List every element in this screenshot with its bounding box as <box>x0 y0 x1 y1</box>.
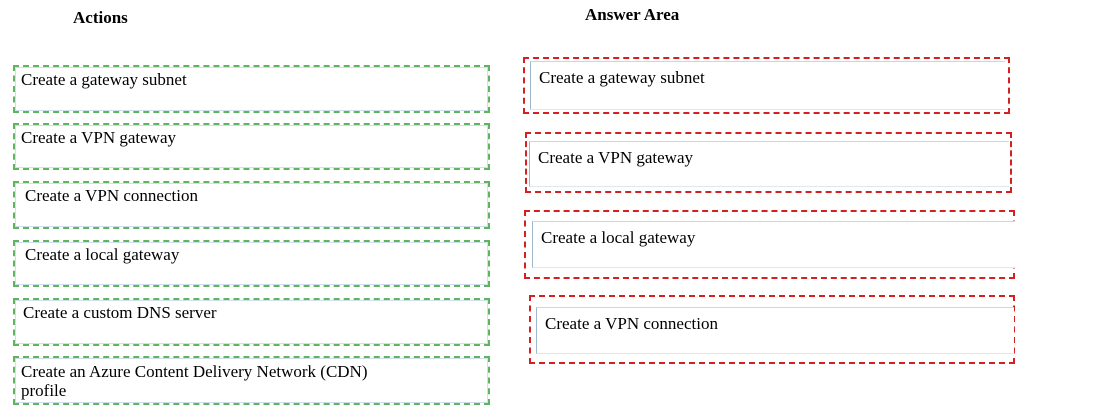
answer-card-vpn-gateway[interactable]: Create a VPN gateway <box>529 141 1009 187</box>
answer-area-heading: Answer Area <box>585 5 680 24</box>
actions-heading: Actions <box>73 8 128 27</box>
answer-card-gateway-subnet[interactable]: Create a gateway subnet <box>530 61 1005 110</box>
answer-slot-3[interactable]: Create a local gateway <box>524 210 1015 279</box>
action-item-custom-dns-server[interactable]: Create a custom DNS server <box>13 298 490 346</box>
answer-card-vpn-connection[interactable]: Create a VPN connection <box>536 307 1014 354</box>
action-item-local-gateway[interactable]: Create a local gateway <box>13 240 490 287</box>
action-item-gateway-subnet[interactable]: Create a gateway subnet <box>13 65 490 113</box>
answer-slot-1[interactable]: Create a gateway subnet <box>523 57 1010 114</box>
action-item-vpn-gateway[interactable]: Create a VPN gateway <box>13 123 490 170</box>
action-item-vpn-connection[interactable]: Create a VPN connection <box>13 181 490 229</box>
answer-slot-4[interactable]: Create a VPN connection <box>529 295 1015 364</box>
answer-card-local-gateway[interactable]: Create a local gateway <box>532 221 1015 268</box>
answer-slot-2[interactable]: Create a VPN gateway <box>525 132 1012 193</box>
action-item-cdn-profile[interactable]: Create an Azure Content Delivery Network… <box>13 356 490 405</box>
